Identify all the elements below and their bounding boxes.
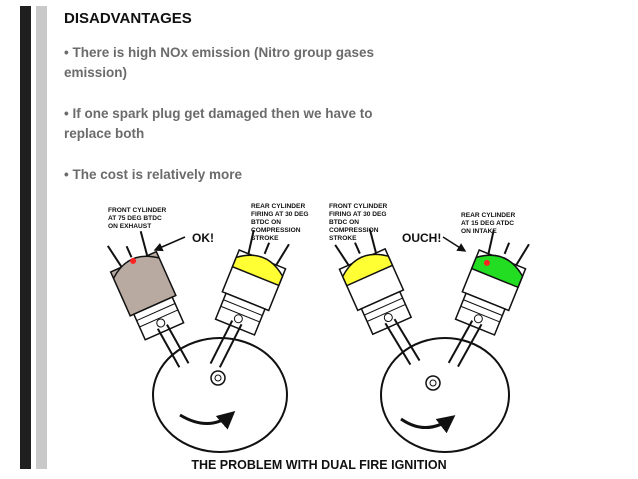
right-front-cylinder-label: FRONT CYLINDER FIRING AT 30 DEG BTDC ON … xyxy=(329,203,389,242)
left-front-cylinder xyxy=(106,230,190,368)
left-rear-cylinder xyxy=(209,229,290,368)
bullet-item: • There is high NOx emission (Nitro grou… xyxy=(64,45,375,80)
slide-title: DISADVANTAGES xyxy=(64,10,192,27)
left-accent-bar-dark xyxy=(20,6,31,469)
right-crankshaft xyxy=(380,337,510,453)
bullet-item: • The cost is relatively more xyxy=(64,167,243,182)
right-status-ouch: OUCH! xyxy=(402,231,441,245)
left-accent-bar-light xyxy=(36,6,47,469)
bullet-list: • There is high NOx emission (Nitro grou… xyxy=(64,43,399,206)
left-rear-cylinder-label: REAR CYLINDER FIRING AT 30 DEG BTDC ON C… xyxy=(251,203,310,242)
right-engine: FRONT CYLINDER FIRING AT 30 DEG BTDC ON … xyxy=(329,203,530,453)
bullet-item: • If one spark plug get damaged then we … xyxy=(64,106,373,141)
diagram-caption: THE PROBLEM WITH DUAL FIRE IGNITION xyxy=(191,458,447,472)
right-rear-cylinder xyxy=(447,229,530,368)
left-engine: FRONT CYLINDER AT 75 DEG BTDC ON EXHAUST… xyxy=(106,203,310,453)
dual-fire-ignition-diagram: FRONT CYLINDER AT 75 DEG BTDC ON EXHAUST… xyxy=(106,203,530,453)
right-rear-cylinder-label: REAR CYLINDER AT 15 DEG ATDC ON INTAKE xyxy=(461,212,517,235)
right-front-cylinder xyxy=(334,229,421,366)
left-status-ok: OK! xyxy=(192,231,214,245)
left-crankshaft xyxy=(152,337,288,453)
left-front-cylinder-label: FRONT CYLINDER AT 75 DEG BTDC ON EXHAUST xyxy=(108,207,168,230)
